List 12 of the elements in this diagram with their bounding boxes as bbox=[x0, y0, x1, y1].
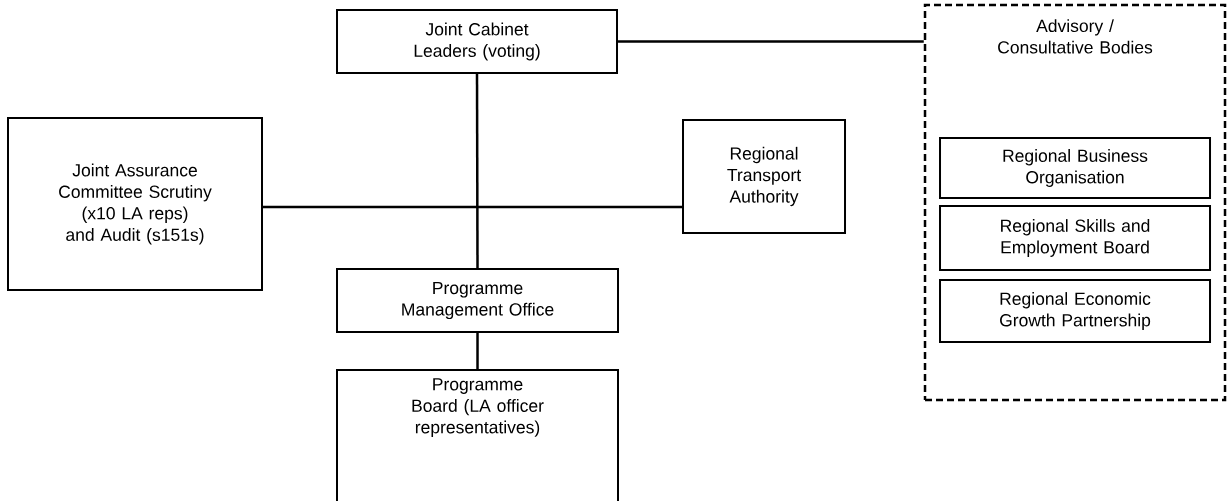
connector-line bbox=[263, 205, 682, 209]
org-box: Regional Skills and Employment Board bbox=[939, 205, 1211, 271]
org-box: Programme Board (LA officer representatives) bbox=[336, 369, 619, 501]
org-box: Programme Management Office bbox=[336, 268, 619, 333]
org-box: Regional Transport Authority bbox=[682, 119, 846, 234]
org-box: Joint Assurance Committee Scrutiny (x10 LA reps) and Audit (s151s) bbox=[7, 117, 263, 291]
org-box: Regional Business Organisation bbox=[939, 137, 1211, 199]
org-box: Regional Economic Growth Partnership bbox=[939, 279, 1211, 343]
connector-line bbox=[475, 74, 479, 268]
org-box: Joint Cabinet Leaders (voting) bbox=[336, 9, 618, 74]
connector-line bbox=[476, 333, 479, 369]
connector-line bbox=[618, 40, 924, 43]
